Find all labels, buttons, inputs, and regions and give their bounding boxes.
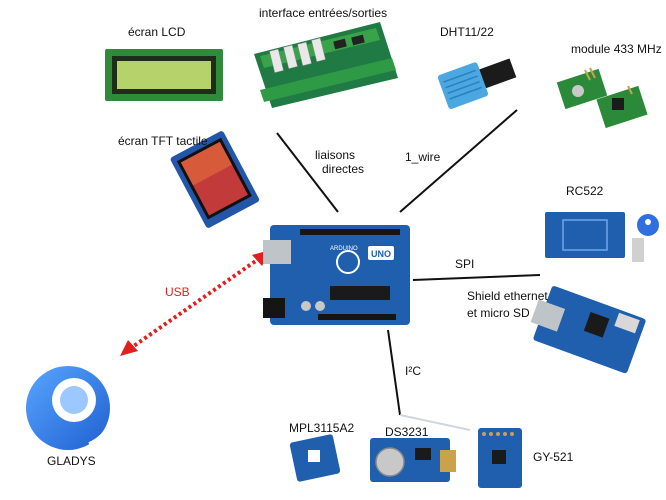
label-liaisons-line2: directes [321, 162, 365, 176]
label-gladys: GLADYS [47, 454, 96, 468]
label-gy521: GY-521 [533, 450, 574, 464]
label-ethernet: Shield ethernet et micro SD [467, 289, 548, 320]
label-usb: USB [165, 285, 190, 299]
link-spi [412, 274, 541, 281]
lcd-module [105, 49, 223, 101]
label-1wire: 1_wire [405, 150, 441, 164]
gy521-module [478, 428, 522, 488]
tft-touch-screen [170, 131, 260, 228]
board-model: UNO [371, 249, 391, 259]
label-ethernet-line2: et micro SD [467, 306, 530, 320]
label-mpl3115a2: MPL3115A2 [289, 421, 355, 435]
label-liaisons-line1: liaisons [314, 148, 356, 162]
label-ethernet-line1: Shield ethernet [467, 289, 548, 303]
link-liaisons-directes [276, 132, 339, 213]
rf433-modules [556, 67, 648, 129]
mpl3115a2-module [289, 434, 341, 482]
dht-sensor [437, 58, 517, 109]
label-liaisons: liaisons directes [300, 148, 370, 176]
rfid-tag [632, 214, 659, 262]
label-lcd: écran LCD [128, 25, 186, 39]
link-i2c [387, 329, 401, 416]
label-io-interface: interface entrées/sorties [259, 6, 388, 20]
ds3231-module [370, 438, 456, 482]
link-i2c-faint [399, 414, 471, 431]
board-model-badge: UNO [368, 246, 394, 260]
connection-lines [120, 109, 541, 431]
label-tft: écran TFT tactile [118, 134, 208, 148]
io-interface-board [254, 22, 398, 108]
usb-link [126, 256, 262, 352]
usb-arrowhead-gladys [120, 340, 138, 356]
arduino-uno-board: ARDUINO UNO [263, 225, 410, 325]
link-1wire [399, 109, 518, 213]
gladys-logo-icon [26, 366, 120, 450]
label-i2c: I²C [405, 364, 421, 378]
ethernet-shield [530, 286, 646, 374]
label-rc522: RC522 [566, 184, 604, 198]
board-brand: ARDUINO [330, 246, 358, 252]
rc522-module [545, 212, 659, 262]
label-spi: SPI [455, 257, 475, 271]
label-dht: DHT11/22 [440, 25, 494, 39]
label-rf433: module 433 MHz [571, 42, 662, 56]
label-ds3231: DS3231 [385, 425, 429, 439]
